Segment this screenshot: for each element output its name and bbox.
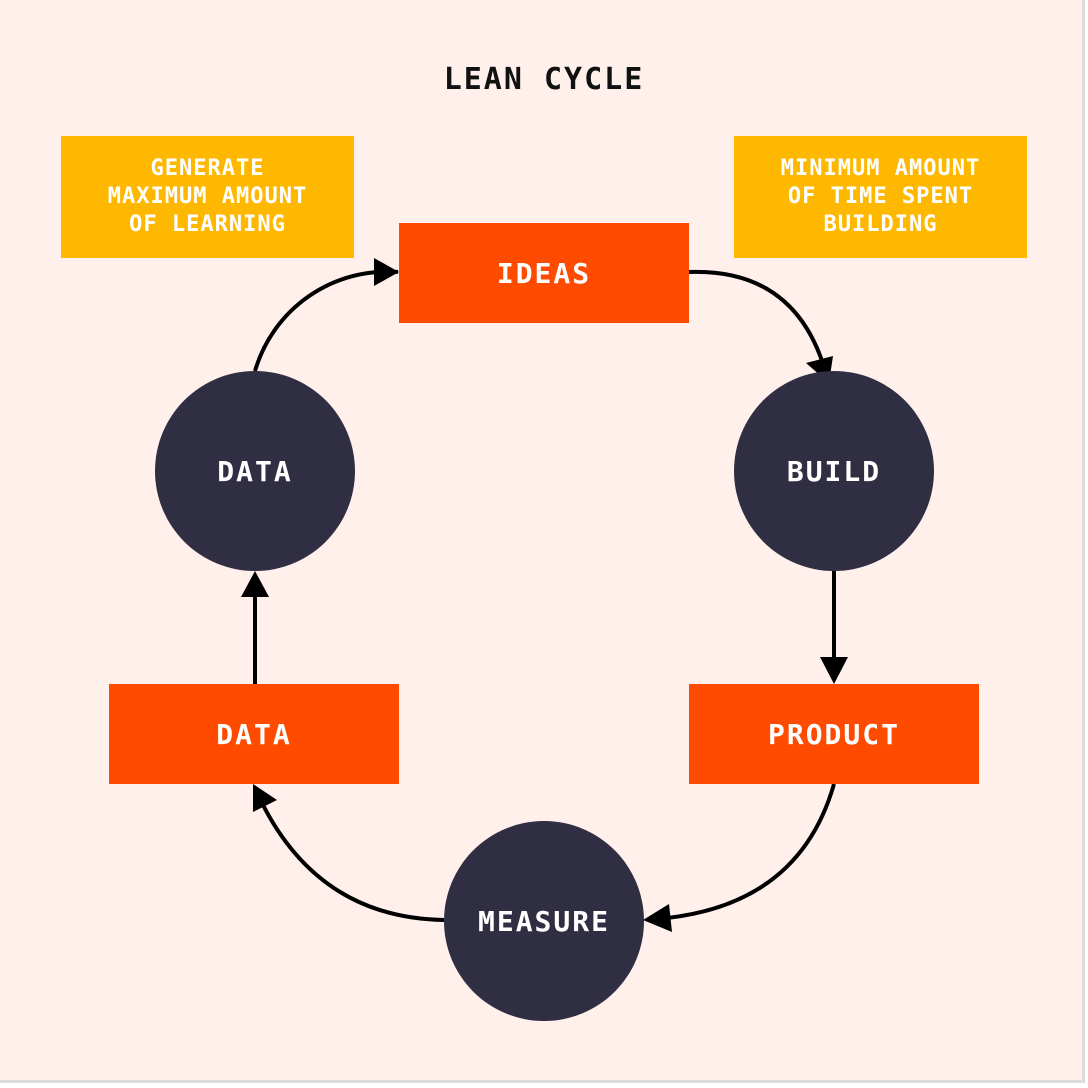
node-data-circle: DATA [155,371,355,571]
node-build: BUILD [734,371,934,571]
arrow-ideas-to-build [688,269,830,382]
note-learning-line-1: GENERATE [150,156,265,181]
note-learning-line-2: MAXIMUM AMOUNT [107,184,308,209]
arrow-data-to-ideas [253,269,399,372]
arrowhead-data-box [253,784,277,812]
arrowhead-measure [643,904,672,932]
node-product: PRODUCT [689,684,979,784]
diagram-title: LEAN CYCLE [443,62,645,97]
node-measure: MEASURE [444,821,644,1021]
note-time-line-1: MINIMUM AMOUNT [780,156,981,181]
arrowhead-ideas [374,258,399,286]
note-learning-line-3: OF LEARNING [129,212,286,237]
node-data-box: DATA [109,684,399,784]
arrow-product-to-measure [666,783,836,920]
arrowhead-product [820,657,848,684]
note-time-line-3: BUILDING [823,212,938,237]
note-time-line-2: OF TIME SPENT [787,184,974,209]
arrowhead-data-circle [241,571,269,597]
arrow-measure-to-data [260,802,445,922]
note-learning: GENERATE MAXIMUM AMOUNT OF LEARNING [61,136,354,258]
node-ideas: IDEAS [399,223,689,323]
note-time: MINIMUM AMOUNT OF TIME SPENT BUILDING [734,136,1027,258]
